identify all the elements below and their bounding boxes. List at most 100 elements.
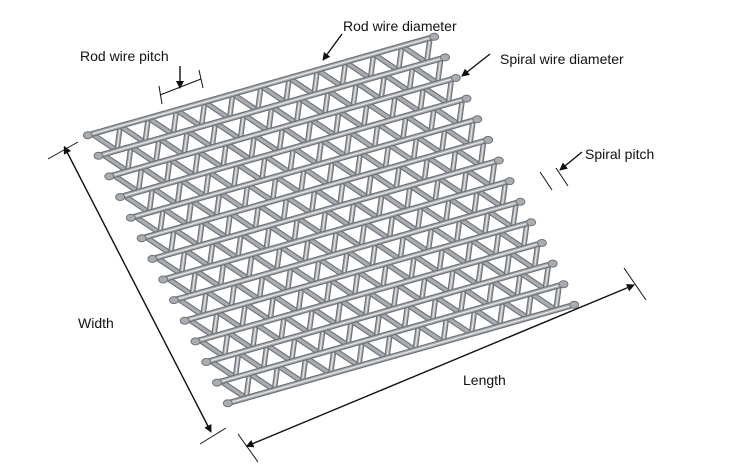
spiral-wire-highlight xyxy=(399,234,405,261)
spiral-wire-highlight xyxy=(278,126,284,153)
spiral-wire-segment xyxy=(265,343,294,363)
spiral-wire-segment xyxy=(203,100,232,121)
spiral-wire-segment xyxy=(454,147,483,168)
spiral-wire-segment xyxy=(404,114,433,135)
rod-end-weld xyxy=(440,53,450,62)
spiral-wire-highlight xyxy=(447,78,453,105)
spiral-wire-segment xyxy=(254,322,283,343)
rod-wire-pitch-label: Rod wire pitch xyxy=(80,48,169,64)
rod-end-weld xyxy=(461,94,472,103)
spiral-wire-highlight xyxy=(223,331,229,358)
spiral-wire-highlight xyxy=(233,163,238,190)
rod-diameter-arrow xyxy=(322,33,343,61)
spiral-wire-segment xyxy=(157,137,186,157)
spiral-wire-segment xyxy=(133,214,162,235)
spiral-wire-highlight xyxy=(494,230,500,257)
spiral-wire-highlight xyxy=(293,217,298,243)
spiral-wire-highlight xyxy=(234,352,240,378)
spiral-wire-highlight xyxy=(222,142,227,169)
spiral-wire-segment xyxy=(367,290,396,311)
spiral-wire-segment xyxy=(101,153,130,173)
spiral-wire-highlight xyxy=(200,101,206,128)
spiral-wire-highlight xyxy=(360,221,366,248)
spiral-wire-segment xyxy=(235,162,264,183)
rod-end-weld xyxy=(558,280,569,289)
spiral-wire-highlight xyxy=(406,185,411,211)
spiral-wire-segment xyxy=(289,265,318,286)
spiral-wire-segment xyxy=(408,184,437,204)
spiral-wire-segment xyxy=(391,212,420,233)
spiral-wire-segment xyxy=(425,155,454,176)
spiral-wire-segment xyxy=(185,129,214,149)
spiral-wire-highlight xyxy=(285,77,290,104)
spiral-wire-segment xyxy=(338,298,367,319)
spiral-wire-segment xyxy=(146,116,175,137)
spiral-wire-segment xyxy=(196,149,225,170)
spiral-wire-highlight xyxy=(373,123,379,150)
spiral-wire-highlight xyxy=(248,253,253,280)
spiral-wire-highlight xyxy=(219,261,225,288)
spiral-wire-segment xyxy=(401,233,430,254)
spiral-wire-highlight xyxy=(423,156,429,183)
spiral-wire-segment xyxy=(486,209,515,230)
spiral-wire-segment xyxy=(479,258,508,279)
spiral-wire-segment xyxy=(224,141,253,162)
spiral-pitch-tick-b xyxy=(555,167,569,187)
spiral-wire-segment xyxy=(317,257,346,278)
spiral-wire-segment xyxy=(395,282,424,303)
spiral-wire-highlight xyxy=(332,229,337,256)
rod-end-weld xyxy=(450,74,461,82)
spiral-wire-highlight xyxy=(479,140,485,167)
spiral-wire-segment xyxy=(469,237,497,258)
spiral-wire-segment xyxy=(310,306,339,327)
rod-end-weld xyxy=(569,300,580,309)
spiral-wire-segment xyxy=(287,76,316,97)
spiral-wire-highlight xyxy=(466,238,472,265)
spiral-wire-segment xyxy=(285,195,314,216)
spiral-wire-highlight xyxy=(341,61,347,88)
length-label: Length xyxy=(463,372,506,388)
spiral-wire-highlight xyxy=(505,251,511,278)
spiral-wire-segment xyxy=(252,133,281,154)
spiral-wire-segment xyxy=(430,225,459,246)
spiral-wire-segment xyxy=(475,188,504,209)
spiral-wire-segment xyxy=(213,120,242,141)
spiral-wire-highlight xyxy=(265,225,270,251)
spiral-wire-segment xyxy=(276,363,304,384)
spiral-wire-segment xyxy=(168,157,197,178)
spiral-wire-highlight xyxy=(380,74,385,100)
spiral-wire-segment xyxy=(313,187,342,208)
spiral-wire-segment xyxy=(384,261,413,282)
spiral-wire-highlight xyxy=(239,114,245,140)
spiral-wire-segment xyxy=(302,166,331,187)
spiral-wire-highlight xyxy=(388,213,394,240)
spiral-wire-segment xyxy=(304,355,333,376)
spiral-wire-segment xyxy=(356,269,385,290)
spiral-wire-highlight xyxy=(241,302,246,329)
rod-end-weld xyxy=(93,151,104,160)
spiral-wire-highlight xyxy=(306,118,312,145)
spiral-wire-segment xyxy=(358,150,387,171)
spiral-wire-highlight xyxy=(339,180,344,207)
spiral-wire-segment xyxy=(326,88,355,109)
spiral-wire-highlight xyxy=(408,66,414,92)
rod-end-weld xyxy=(104,172,115,181)
spiral-wire-highlight xyxy=(371,242,376,269)
spiral-wire-highlight xyxy=(254,204,260,231)
spiral-wire-highlight xyxy=(250,134,255,161)
spiral-wire-segment xyxy=(250,252,279,273)
spiral-wire-highlight xyxy=(289,147,294,174)
spiral-wire-highlight xyxy=(369,53,375,80)
rod-end-weld xyxy=(212,378,222,387)
spiral-wire-highlight xyxy=(501,181,506,208)
spiral-wire-segment xyxy=(211,240,240,260)
spiral-wire-segment xyxy=(208,359,237,379)
spiral-wire-segment xyxy=(380,192,409,212)
spiral-wire-highlight xyxy=(226,212,231,239)
spiral-wire-highlight xyxy=(533,243,539,270)
spiral-wire-segment xyxy=(415,134,444,155)
spiral-wire-segment xyxy=(421,85,450,106)
spiral-wire-segment xyxy=(436,176,465,196)
spiral-wire-highlight xyxy=(276,245,281,272)
